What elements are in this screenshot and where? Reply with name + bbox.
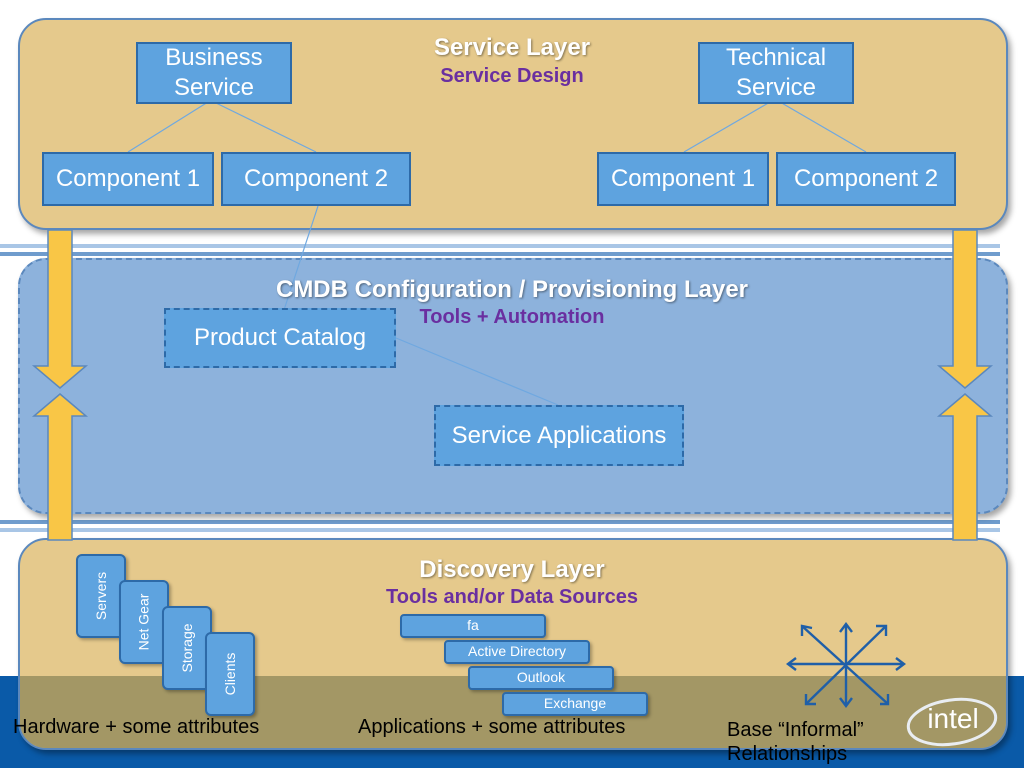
- technical-service-box[interactable]: Technical Service: [698, 42, 854, 104]
- app-card-fa[interactable]: fa: [400, 614, 546, 638]
- intel-logo: intel: [904, 694, 1000, 750]
- storage-card[interactable]: Storage: [162, 606, 212, 690]
- app-card-outlook[interactable]: Outlook: [468, 666, 614, 690]
- service-applications-box[interactable]: Service Applications: [434, 405, 684, 466]
- net-gear-card[interactable]: Net Gear: [119, 580, 169, 664]
- link-technical-component-1: [683, 101, 771, 153]
- relationships-icon: [786, 622, 906, 708]
- business-component-2-box[interactable]: Component 2: [221, 152, 411, 206]
- link-catalog-to-applications: [395, 337, 559, 406]
- link-business-component-1: [127, 101, 209, 153]
- cmdb-layer-title: CMDB Configuration / Provisioning Layer: [275, 276, 749, 303]
- service-layer-subtitle: Service Design: [440, 65, 584, 87]
- technical-component-2-box[interactable]: Component 2: [776, 152, 956, 206]
- clients-card-label: Clients: [222, 652, 238, 696]
- applications-caption: Applications + some attributes: [358, 716, 626, 738]
- separator-line: [0, 520, 1000, 524]
- cmdb-layer-subtitle: Tools + Automation: [419, 306, 605, 328]
- link-technical-component-2: [779, 101, 867, 153]
- app-card-exchange[interactable]: Exchange: [502, 692, 648, 716]
- discovery-layer-title: Discovery Layer: [419, 556, 605, 583]
- discovery-layer-subtitle: Tools and/or Data Sources: [386, 586, 638, 608]
- business-component-1-box[interactable]: Component 1: [42, 152, 214, 206]
- net-gear-card-label: Net Gear: [135, 593, 152, 651]
- right-up-arrow: [936, 393, 994, 541]
- clients-card[interactable]: Clients: [205, 632, 255, 716]
- servers-card[interactable]: Servers: [76, 554, 126, 638]
- link-business-component-2: [213, 101, 317, 153]
- service-layer-title: Service Layer: [433, 34, 591, 61]
- product-catalog-box[interactable]: Product Catalog: [164, 308, 396, 368]
- separator-line: [0, 244, 1000, 248]
- technical-component-1-box[interactable]: Component 1: [597, 152, 769, 206]
- business-service-box[interactable]: Business Service: [136, 42, 292, 104]
- app-card-active-directory[interactable]: Active Directory: [444, 640, 590, 664]
- intel-logo-text: intel: [927, 703, 979, 734]
- storage-card-label: Storage: [179, 623, 195, 673]
- hardware-caption: Hardware + some attributes: [13, 716, 260, 738]
- relationships-caption: Base “Informal” Relationships: [727, 719, 864, 765]
- separator-line: [0, 528, 1000, 532]
- left-down-arrow: [31, 229, 89, 389]
- separator-line: [0, 252, 1000, 256]
- servers-card-label: Servers: [93, 571, 109, 621]
- right-down-arrow: [936, 229, 994, 389]
- link-component-to-catalog: [283, 205, 319, 311]
- left-up-arrow: [31, 393, 89, 541]
